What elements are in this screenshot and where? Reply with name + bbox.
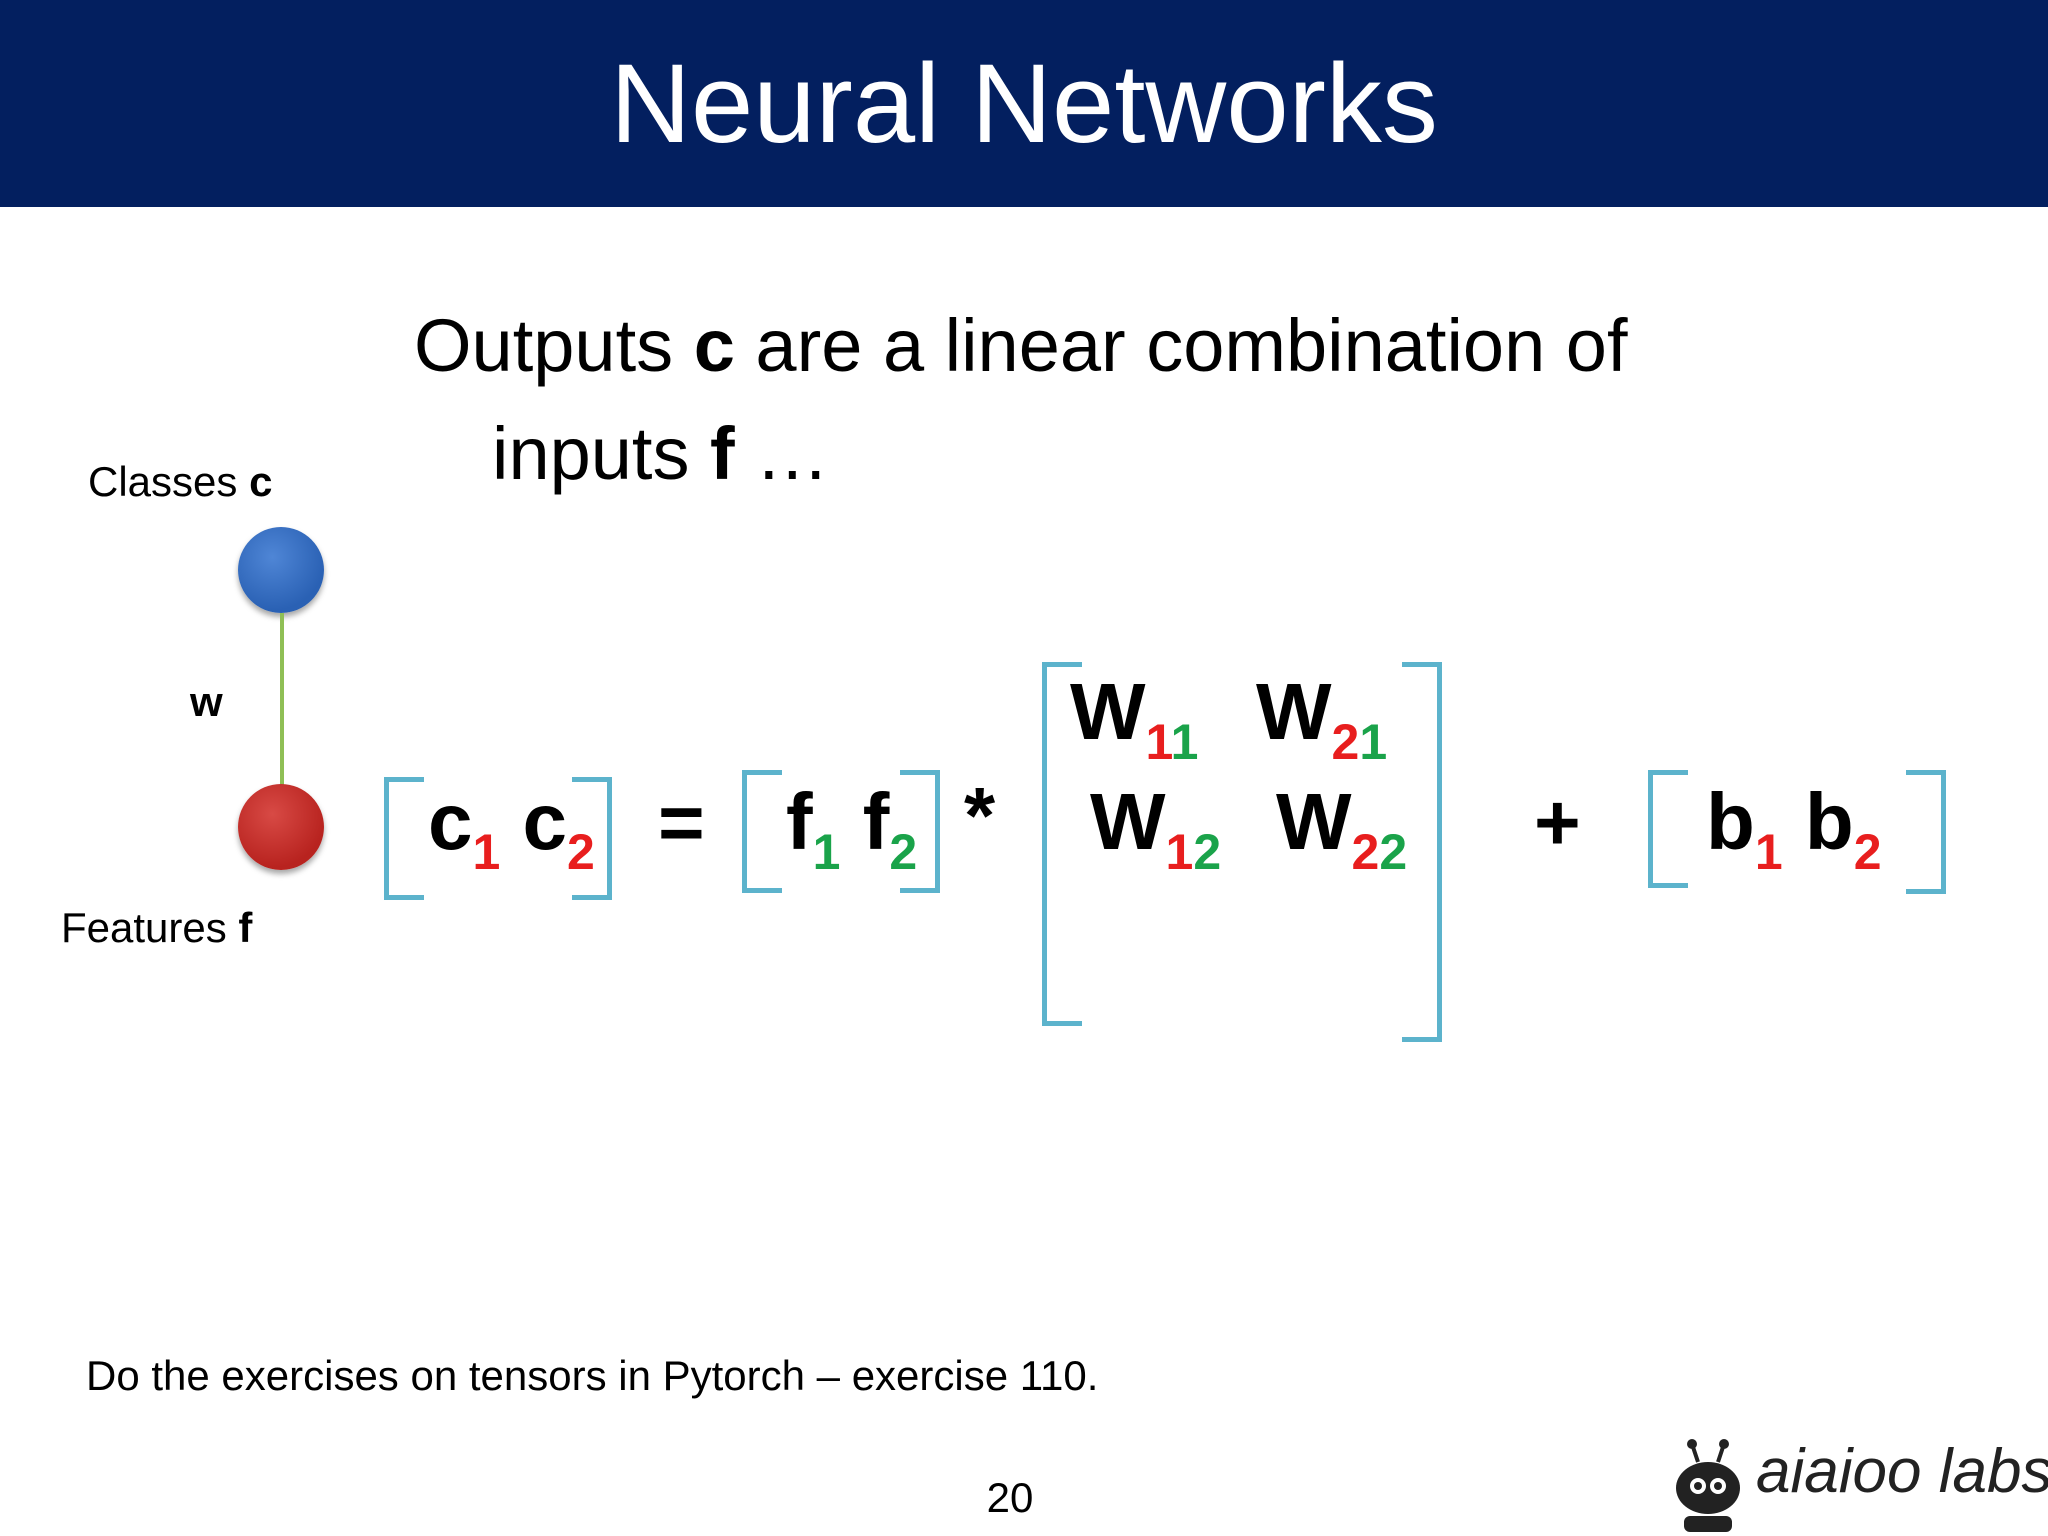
features-label: Features f xyxy=(61,904,252,952)
b-vector-right-bracket xyxy=(1906,770,1946,894)
classes-label: Classes c xyxy=(88,458,272,506)
c2-base: c xyxy=(522,777,568,866)
equals-sign: = xyxy=(658,778,705,867)
w22: W22 xyxy=(1276,782,1407,878)
weight-label: w xyxy=(190,678,223,725)
headline-text-2: are a linear combination of xyxy=(734,304,1628,387)
headline-text-4: … xyxy=(734,412,830,495)
classes-symbol: c xyxy=(249,458,273,505)
f2-index: 2 xyxy=(889,824,918,880)
w21-index-col: 1 xyxy=(1359,714,1388,770)
b2-base: b xyxy=(1804,777,1854,866)
f1-index: 1 xyxy=(812,824,841,880)
w22-index-row: 2 xyxy=(1351,824,1380,880)
features-symbol: f xyxy=(238,904,253,951)
w21-base: W xyxy=(1256,667,1332,756)
slide-headline: Outputs c are a linear combination of in… xyxy=(414,292,1864,508)
f-vector: f1 f2 xyxy=(786,782,917,878)
w12-base: W xyxy=(1090,777,1166,866)
headline-text-1: Outputs xyxy=(414,304,694,387)
features-label-text: Features xyxy=(61,904,239,951)
w22-index-col: 2 xyxy=(1379,824,1408,880)
b2-index: 2 xyxy=(1853,824,1882,880)
w21: W21 xyxy=(1256,672,1387,768)
b1-index: 1 xyxy=(1754,824,1783,880)
logo-text: aiaioo labs xyxy=(1756,1437,2048,1506)
class-node xyxy=(238,527,324,613)
exercise-note: Do the exercises on tensors in Pytorch –… xyxy=(86,1352,1099,1399)
f2-base: f xyxy=(862,777,890,866)
c2-index: 2 xyxy=(567,824,595,880)
title-bar xyxy=(0,0,2048,207)
b1-base: b xyxy=(1706,777,1755,866)
c-vector-right-bracket xyxy=(572,777,612,900)
feature-node xyxy=(238,784,324,870)
f-vector-left-bracket xyxy=(742,770,782,893)
w22-base: W xyxy=(1276,777,1352,866)
w11-base: W xyxy=(1070,667,1146,756)
f-vector-right-bracket xyxy=(900,770,940,893)
classes-label-text: Classes xyxy=(88,458,250,505)
w-matrix-right-bracket xyxy=(1402,662,1442,1042)
headline-bold-c: c xyxy=(693,304,735,387)
w11: W11 xyxy=(1070,672,1198,768)
f1-base: f xyxy=(786,777,813,866)
w11-index-col: 1 xyxy=(1170,714,1199,770)
c-vector-left-bracket xyxy=(384,777,424,900)
b-vector-left-bracket xyxy=(1648,770,1688,888)
w12: W12 xyxy=(1090,782,1221,878)
w-matrix-left-bracket xyxy=(1042,662,1082,1026)
page-number: 20 xyxy=(986,1474,1034,1521)
w12-index-col: 2 xyxy=(1193,824,1222,880)
w11-index-row: 1 xyxy=(1145,714,1171,770)
weight-edge xyxy=(280,613,284,785)
w12-index-row: 1 xyxy=(1165,824,1194,880)
w21-index-row: 2 xyxy=(1331,714,1360,770)
multiply-sign: * xyxy=(964,771,996,860)
slide-title: Neural Networks xyxy=(610,41,1438,166)
c1-base: c xyxy=(428,777,473,866)
c1-index: 1 xyxy=(472,824,501,880)
headline-line-2: inputs f … xyxy=(414,400,1864,508)
c-vector: c1 c2 xyxy=(428,782,595,878)
headline-text-3: inputs xyxy=(492,412,711,495)
plus-sign: + xyxy=(1534,778,1581,867)
b-vector: b1 b2 xyxy=(1706,782,1882,878)
robot-logo-icon xyxy=(1676,1439,1740,1532)
headline-bold-f: f xyxy=(710,412,735,495)
